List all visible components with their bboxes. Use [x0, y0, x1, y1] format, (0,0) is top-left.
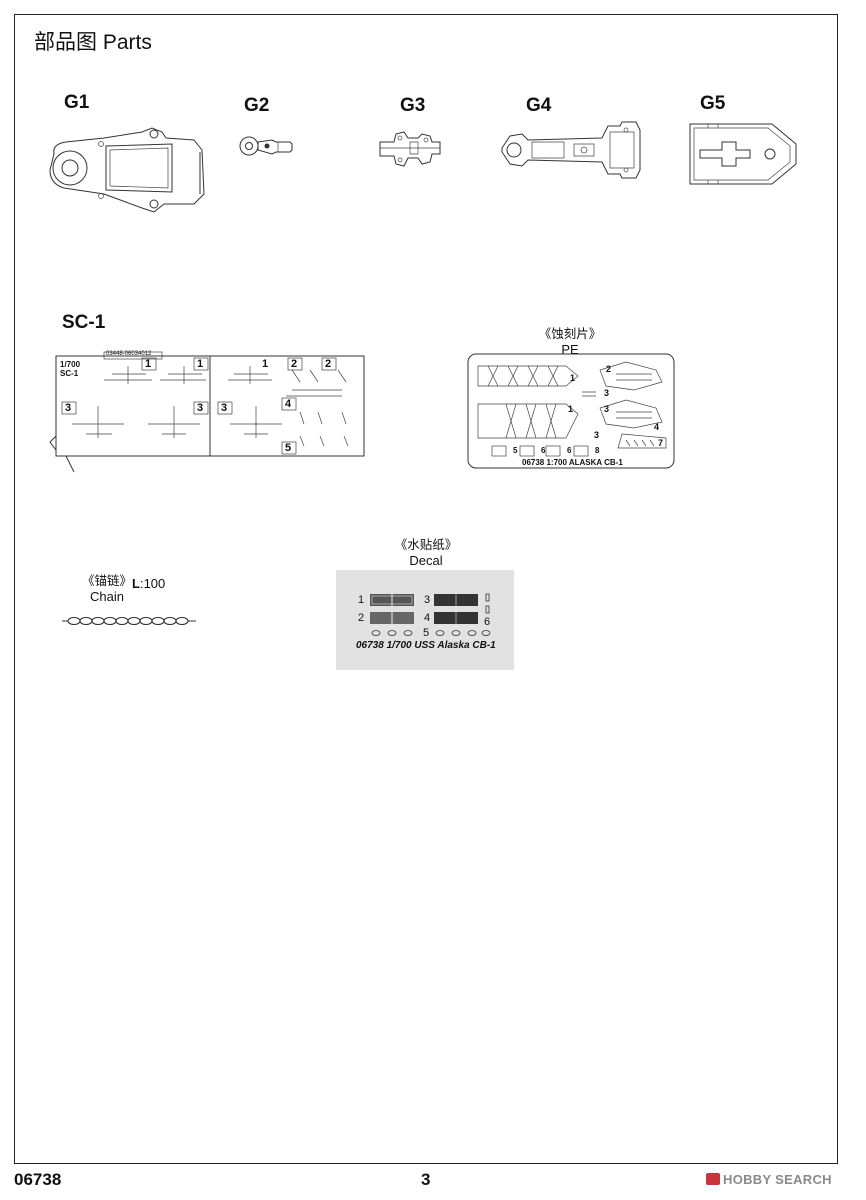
- decal-number-6: 6: [484, 616, 491, 628]
- footer-product-code: 06738: [14, 1170, 62, 1189]
- decal-number-2: 2: [358, 612, 365, 624]
- sprue-number-3c: 3: [221, 402, 228, 414]
- part-label-g1: G1: [64, 92, 90, 113]
- pe-number-8: 8: [595, 446, 600, 455]
- part-label-g2: G2: [244, 95, 270, 116]
- chain-length-label: L: [132, 576, 140, 591]
- pe-number-3b: 3: [604, 404, 610, 414]
- part-g3-drawing: [379, 131, 441, 167]
- decal-number-1: 1: [358, 594, 365, 606]
- chain-length: L:100: [132, 576, 165, 591]
- sprue-number-4: 4: [285, 398, 292, 410]
- sprue-number-3a: 3: [65, 402, 72, 414]
- decal-number-3: 3: [424, 594, 431, 606]
- chain-length-value: :100: [139, 576, 166, 591]
- pe-caption-en: PE: [561, 342, 579, 357]
- part-label-g5: G5: [700, 93, 726, 114]
- pe-number-4: 4: [654, 422, 660, 432]
- sprue-number-2a: 2: [291, 358, 298, 370]
- pe-number-1: 1: [570, 373, 576, 383]
- part-label-g3: G3: [400, 95, 426, 116]
- chain-drawing: [62, 616, 196, 626]
- decal-number-5: 5: [423, 627, 430, 639]
- pe-caption-cn: 《蚀刻片》: [538, 327, 602, 341]
- decal-caption-cn: 《水贴纸》: [394, 538, 458, 552]
- sprue-number-1b: 1: [197, 358, 204, 370]
- sprue-sc1-drawing: [49, 351, 365, 473]
- pe-caption: 《蚀刻片》 PE: [530, 323, 610, 357]
- decal-sheet: [336, 570, 514, 670]
- sprue-number-1c: 1: [262, 358, 269, 370]
- pe-number-7: 7: [658, 438, 664, 448]
- chain-caption: 《锚链》 Chain: [82, 570, 132, 604]
- footer-page-number: 3: [421, 1170, 431, 1189]
- chain-caption-cn: 《锚链》: [82, 574, 133, 588]
- pe-sheet-drawing: [467, 353, 675, 469]
- sprue-part-code: 03448-06034012: [106, 351, 152, 357]
- page-title: 部品图 Parts: [34, 31, 152, 54]
- page-frame: [14, 14, 838, 1164]
- sprue-label: SC-1: [62, 312, 106, 333]
- sprue-scale-badge: 1/700 SC-1: [60, 360, 80, 378]
- decal-caption: 《水贴纸》 Decal: [386, 534, 466, 568]
- decal-footer-text: 06738 1/700 USS Alaska CB-1: [356, 640, 496, 651]
- pe-number-3c: 3: [594, 430, 600, 440]
- pe-footer-text: 06738 1:700 ALASKA CB-1: [522, 458, 623, 467]
- sprue-number-3b: 3: [197, 402, 204, 414]
- chain-caption-en: Chain: [90, 589, 124, 604]
- sprue-number-2b: 2: [325, 358, 332, 370]
- pe-number-3a: 3: [604, 388, 610, 398]
- watermark: HOBBY SEARCH: [706, 1172, 832, 1187]
- pe-number-5: 5: [513, 446, 518, 455]
- pe-number-2: 2: [606, 364, 612, 374]
- part-g4-drawing: [501, 121, 641, 179]
- part-label-g4: G4: [526, 95, 552, 116]
- pe-number-6b: 6: [567, 446, 572, 455]
- watermark-text: HOBBY SEARCH: [723, 1172, 832, 1187]
- pe-number-6a: 6: [541, 446, 546, 455]
- sprue-number-1a: 1: [145, 358, 152, 370]
- decal-number-4: 4: [424, 612, 431, 624]
- decal-caption-en: Decal: [409, 553, 443, 568]
- pe-number-1b: 1: [568, 404, 574, 414]
- watermark-logo-icon: [706, 1173, 720, 1185]
- part-g5-drawing: [689, 123, 797, 185]
- decal-sheet-drawing: [370, 593, 491, 636]
- sprue-number-5: 5: [285, 442, 292, 454]
- sprue-code-text: SC-1: [60, 369, 79, 378]
- part-g1-drawing: [49, 127, 205, 213]
- part-g2-drawing: [239, 136, 293, 156]
- sprue-scale-text: 1/700: [60, 360, 81, 369]
